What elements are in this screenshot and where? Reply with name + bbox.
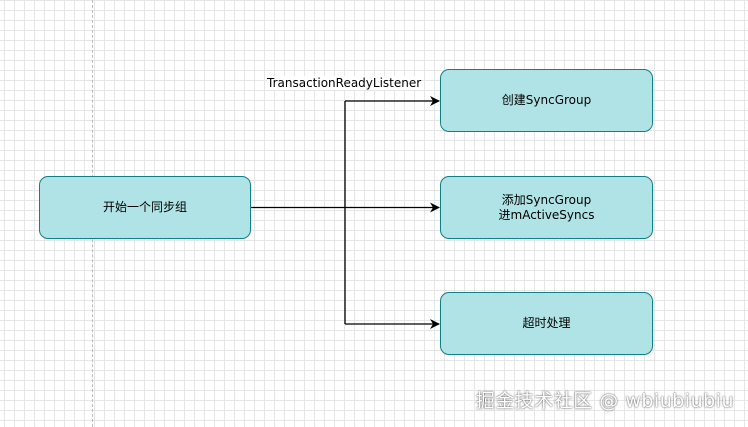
node-label-line-1: 添加SyncGroup: [501, 192, 592, 207]
edge-label: TransactionReadyListener: [267, 76, 422, 90]
node-add-sync-group[interactable]: 添加SyncGroup 进mActiveSyncs: [440, 176, 653, 239]
node-label: 创建SyncGroup: [501, 93, 592, 107]
node-label: 超时处理: [522, 316, 571, 330]
watermark: 掘金技术社区 @ wbiubiubiu: [475, 390, 734, 412]
node-timeout-handling[interactable]: 超时处理: [440, 292, 653, 355]
node-label-line-2: 进mActiveSyncs: [498, 207, 595, 222]
node-label: 开始一个同步组: [102, 200, 187, 214]
node-start-sync-group[interactable]: 开始一个同步组: [39, 176, 251, 239]
node-create-sync-group[interactable]: 创建SyncGroup: [440, 69, 653, 132]
